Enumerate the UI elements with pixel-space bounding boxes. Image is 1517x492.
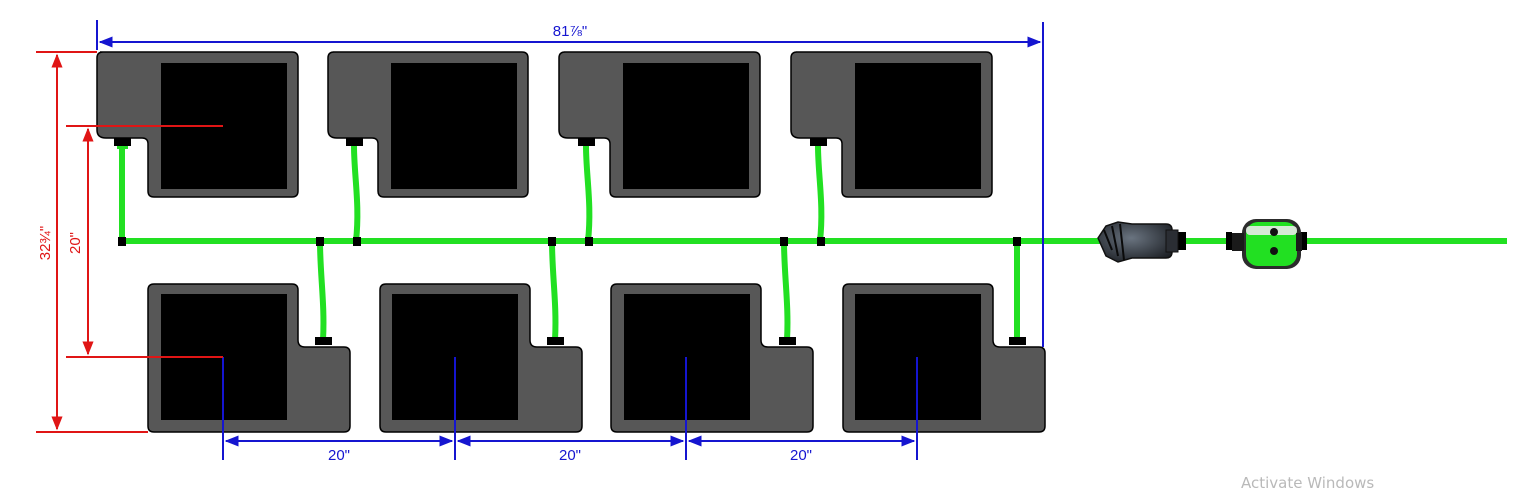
pot-top-4: [790, 51, 993, 198]
pot-top-3: [558, 51, 761, 198]
tube-fittings: [114, 138, 1307, 345]
pot-spacing-label-1: 20": [328, 447, 350, 464]
row-spacing-label: 20": [67, 232, 84, 254]
filter-icon: [1097, 221, 1179, 263]
pot-bottom-2: [379, 283, 583, 433]
bottom-feeder-tubes: [317, 240, 1020, 341]
pot-bottom-3: [610, 283, 814, 433]
total-height-label: 32¾": [37, 226, 54, 261]
total-width-dimension: 81⅞": [96, 20, 1044, 347]
bottom-row-pots: [147, 283, 1046, 433]
total-width-label: 81⅞": [553, 23, 588, 40]
pot-spacing-dimensions: 20" 20" 20": [222, 357, 918, 464]
row-spacing-dimension: 20": [66, 125, 223, 358]
activate-windows-watermark: Activate Windows: [1241, 474, 1375, 492]
pot-top-1: [96, 51, 299, 198]
top-feeder-tubes: [119, 145, 825, 242]
top-row-pots: [96, 51, 993, 198]
pot-spacing-label-3: 20": [790, 447, 812, 464]
total-height-dimension: 32¾": [36, 51, 148, 433]
pot-top-2: [327, 51, 529, 198]
water-timer-icon: [1232, 219, 1302, 269]
pot-spacing-label-2: 20": [559, 447, 581, 464]
